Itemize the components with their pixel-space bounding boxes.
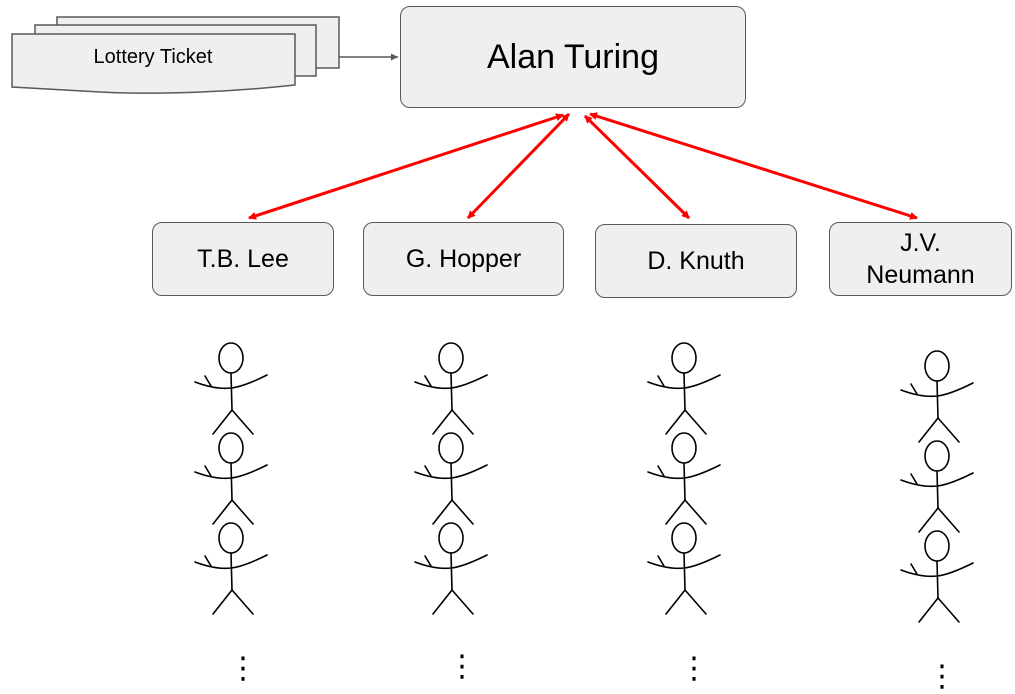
arrow-turing-knuth <box>583 114 691 220</box>
arrow-turing-hopper <box>466 112 571 220</box>
ellipsis-column-2: ⋮ <box>447 649 477 684</box>
ellipsis-column-4: ⋮ <box>927 659 957 694</box>
stick-figure-icon <box>647 342 721 435</box>
node-d-knuth-label: D. Knuth <box>647 246 745 275</box>
stick-figure-icon <box>900 440 974 533</box>
red-arrows <box>248 112 918 220</box>
stick-figure-icon <box>414 522 488 615</box>
stick-figure-icon <box>194 432 268 525</box>
stick-figure-icon <box>647 432 721 525</box>
node-jv-neumann-label: J.V. Neumann <box>866 229 975 289</box>
node-g-hopper: G. Hopper <box>363 222 564 296</box>
node-g-hopper-label: G. Hopper <box>405 244 522 273</box>
stick-figure-icon <box>414 432 488 525</box>
arrow-turing-lee <box>248 113 564 220</box>
ellipsis-column-3: ⋮ <box>679 651 709 686</box>
node-tb-lee-label: T.B. Lee <box>197 244 289 273</box>
node-d-knuth: D. Knuth <box>595 224 797 298</box>
arrow-turing-neumann <box>589 112 918 220</box>
stick-figure-icon <box>900 350 974 443</box>
ellipsis-column-1: ⋮ <box>228 651 258 686</box>
stick-figure-icon <box>194 342 268 435</box>
node-tb-lee: T.B. Lee <box>152 222 334 296</box>
stick-figure-icon <box>900 530 974 623</box>
lottery-ticket-document-icon <box>11 16 340 94</box>
stick-figure-icon <box>194 522 268 615</box>
node-jv-neumann: J.V. Neumann <box>829 222 1012 296</box>
stick-figures <box>194 342 974 623</box>
lottery-ticket-label: Lottery Ticket <box>93 46 213 68</box>
stick-figure-icon <box>414 342 488 435</box>
node-alan-turing: Alan Turing <box>400 6 746 108</box>
stick-figure-icon <box>647 522 721 615</box>
node-alan-turing-label: Alan Turing <box>487 37 659 76</box>
